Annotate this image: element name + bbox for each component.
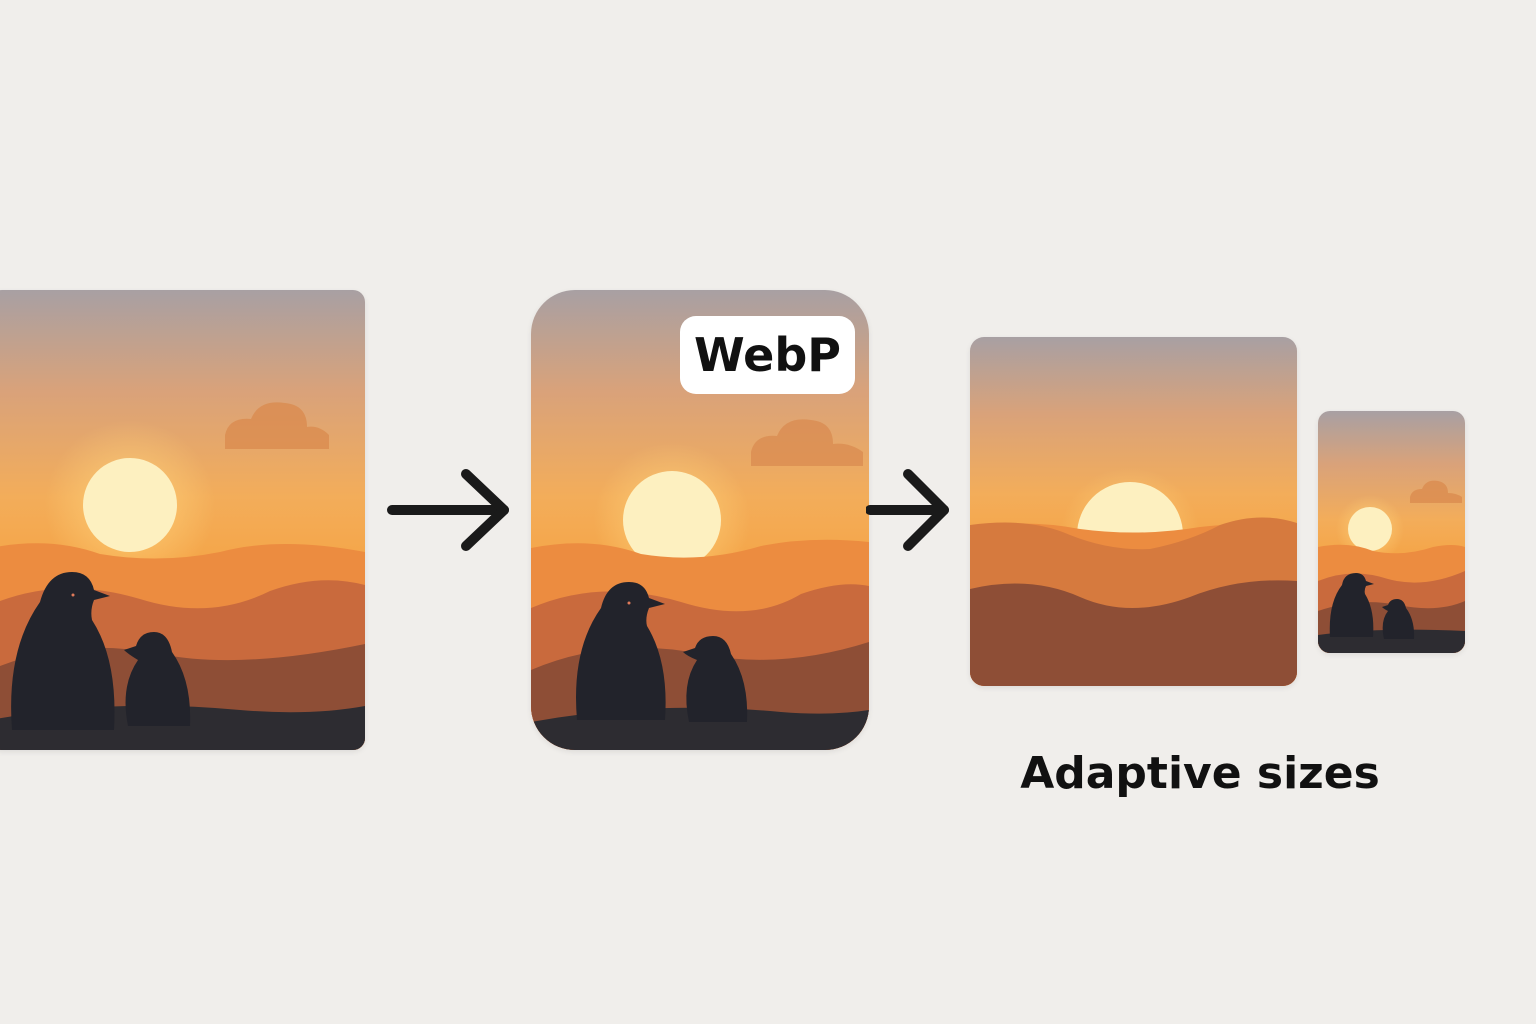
cloud-icon — [1410, 480, 1462, 503]
penguin-small-icon — [124, 632, 191, 726]
penguin-icon — [11, 572, 115, 730]
adaptive-sizes-caption: Adaptive sizes — [1020, 748, 1380, 799]
arrow-right-icon — [866, 469, 949, 551]
sunset-penguins-image — [531, 290, 869, 750]
sun-icon — [1348, 507, 1392, 551]
webp-format-badge: WebP — [680, 316, 855, 394]
penguin-icon — [1329, 573, 1374, 637]
sunset-penguins-image — [0, 290, 365, 750]
sun-icon — [83, 458, 177, 552]
original-image-card — [0, 290, 365, 750]
cloud-icon — [751, 419, 863, 466]
sun-icon — [623, 471, 721, 569]
sunset-image — [970, 337, 1297, 686]
sunset-penguins-image — [1318, 411, 1465, 653]
penguin-small-icon — [1382, 599, 1415, 639]
webp-image-card — [531, 290, 869, 750]
adaptive-small-image-card — [1318, 411, 1465, 653]
cloud-icon — [225, 402, 329, 449]
arrow-right-icon — [387, 469, 509, 551]
penguin-small-icon — [683, 636, 748, 722]
penguin-icon — [576, 582, 666, 720]
adaptive-large-image-card — [970, 337, 1297, 686]
